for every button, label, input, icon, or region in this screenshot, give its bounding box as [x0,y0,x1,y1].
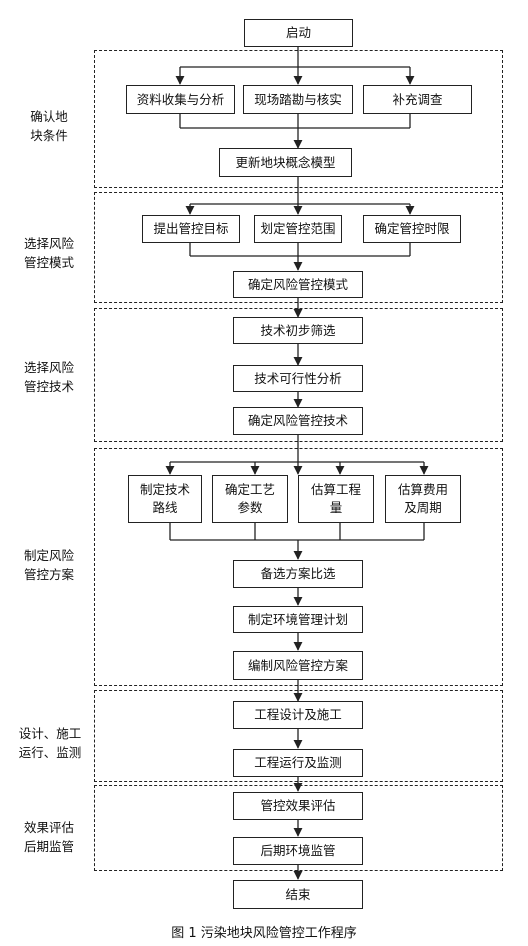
section-label-5: 设计、施工 运行、监测 [18,726,82,760]
figure-caption: 图 1 污染地块风险管控工作程序 [171,926,357,941]
step-compare-alternatives: 备选方案比选 [233,560,363,588]
step-technology-screening: 技术初步筛选 [233,317,363,344]
step-site-survey: 现场踏勘与核实 [243,85,353,114]
step-design-construction: 工程设计及施工 [233,701,363,729]
step-process-parameters: 确定工艺 参数 [212,475,288,523]
section-label-6: 效果评估 后期监管 [23,820,74,854]
step-post-supervision: 后期环境监管 [233,837,363,865]
step-compile-control-plan: 编制风险管控方案 [233,651,363,680]
step-operation-monitoring: 工程运行及监测 [233,749,363,777]
step-update-conceptual-model: 更新地块概念模型 [219,148,352,177]
end-node: 结束 [233,880,363,909]
section-label-2: 选择风险 管控模式 [23,236,74,270]
step-technical-route: 制定技术 路线 [128,475,202,523]
step-estimate-cost-duration: 估算费用 及周期 [385,475,461,523]
step-environmental-management-plan: 制定环境管理计划 [233,606,363,633]
step-effect-evaluation: 管控效果评估 [233,792,363,820]
section-formulate-control-plan [94,448,503,686]
section-select-control-mode [94,192,503,303]
step-set-control-goals: 提出管控目标 [142,215,240,243]
step-feasibility-analysis: 技术可行性分析 [233,365,363,392]
section-evaluation-supervision [94,785,503,871]
step-determine-control-mode: 确定风险管控模式 [233,271,363,298]
start-node: 启动 [244,19,353,47]
step-set-control-timeframe: 确定管控时限 [363,215,461,243]
section-confirm-site-conditions [94,50,503,188]
step-supplementary-investigation: 补充调查 [363,85,472,114]
section-label-1: 确认地 块条件 [30,109,68,143]
step-determine-control-technology: 确定风险管控技术 [233,407,363,435]
section-design-construction-monitoring [94,690,503,782]
section-label-4: 制定风险 管控方案 [23,548,74,582]
section-label-3: 选择风险 管控技术 [23,360,74,394]
step-estimate-quantities: 估算工程 量 [298,475,374,523]
section-select-control-technology [94,308,503,442]
step-data-collection: 资料收集与分析 [126,85,235,114]
step-define-control-scope: 划定管控范围 [254,215,342,243]
